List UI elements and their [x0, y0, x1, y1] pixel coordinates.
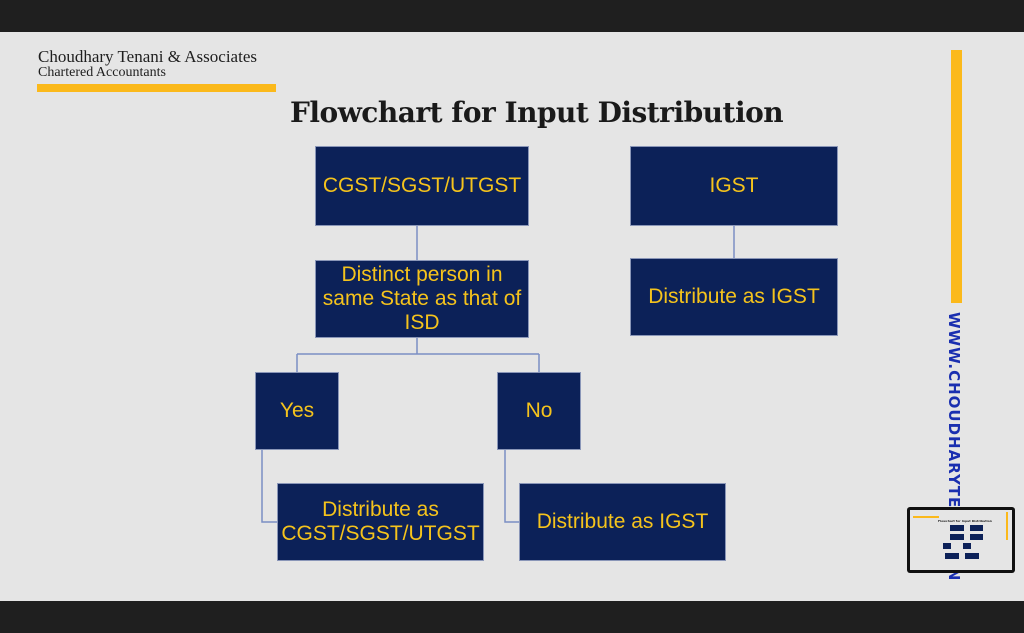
slide-thumbnail[interactable]: Flowchart for Input Distribution — [907, 507, 1015, 573]
thumbnail-box — [950, 534, 964, 540]
header-accent-bar — [37, 84, 276, 92]
node-igst: IGST — [630, 146, 838, 226]
node-no: No — [497, 372, 581, 450]
node-cgst-sgst-utgst: CGST/SGST/UTGST — [315, 146, 529, 226]
edge-distinct-branches — [296, 338, 540, 372]
thumbnail-box — [943, 543, 951, 549]
node-distribute-igst: Distribute as IGST — [630, 258, 838, 336]
node-distribute-cgst: Distribute as CGST/SGST/UTGST — [277, 483, 484, 561]
thumbnail-box — [970, 534, 983, 540]
firm-subtitle: Chartered Accountants — [38, 65, 166, 80]
connector-lines — [261, 226, 735, 523]
thumbnail-box — [945, 553, 959, 559]
node-yes: Yes — [255, 372, 339, 450]
thumbnail-title: Flowchart for Input Distribution — [938, 519, 992, 523]
slide-title: Flowchart for Input Distribution — [290, 96, 784, 129]
thumbnail-side-bar — [1006, 512, 1008, 540]
side-accent-bar — [951, 50, 962, 303]
slide: Choudhary Tenani & Associates Chartered … — [0, 32, 1024, 601]
edge-no-dist-igst — [504, 450, 519, 523]
node-distribute-igst-no: Distribute as IGST — [519, 483, 726, 561]
thumbnail-screen: Flowchart for Input Distribution — [910, 510, 1012, 570]
thumbnail-accent-bar — [913, 516, 939, 518]
thumbnail-box — [963, 543, 971, 549]
node-distinct-person: Distinct person in same State as that of… — [315, 260, 529, 338]
thumbnail-box — [970, 525, 983, 531]
firm-name: Choudhary Tenani & Associates — [38, 47, 257, 66]
edge-yes-dist-cgst — [261, 450, 277, 523]
thumbnail-box — [950, 525, 964, 531]
thumbnail-box — [965, 553, 979, 559]
